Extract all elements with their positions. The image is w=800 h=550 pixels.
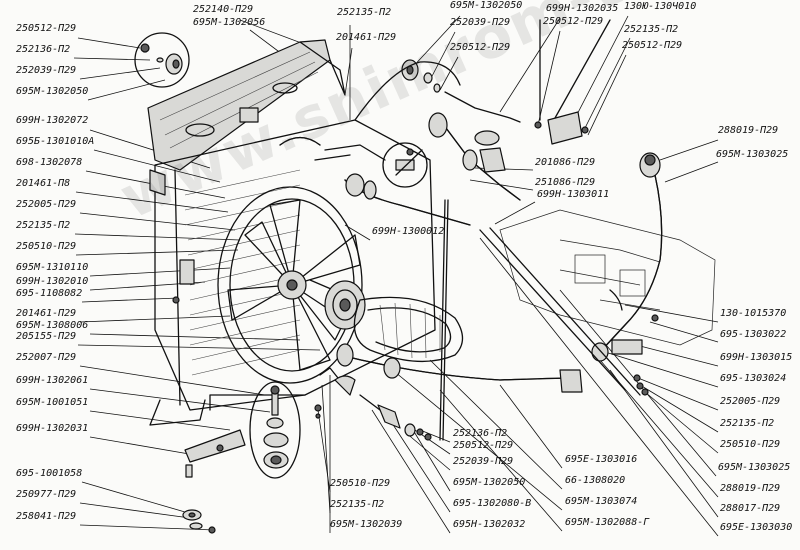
part-number-label: 695М-1001051 <box>16 397 89 408</box>
part-number-label: 695М-1302039 <box>330 519 403 530</box>
part-number-label: 252039-П29 <box>16 65 77 76</box>
part-number-label: 252007-П29 <box>16 352 77 363</box>
part-number-label: 252135-П2 <box>16 220 71 231</box>
part-number-label: 201086-П29 <box>535 157 596 168</box>
fan-assembly <box>217 186 363 384</box>
part-number-label: 205155-П29 <box>16 331 77 342</box>
part-number-label: 130Ю-130Ч010 <box>624 1 697 12</box>
part-number-label: 699Н-1302031 <box>16 423 89 434</box>
part-number-label: 252135-П2 <box>624 24 679 35</box>
part-number-label: 252136-П2 <box>453 428 508 439</box>
part-number-label: 252135-П2 <box>330 499 385 510</box>
bracket-and-hardware <box>182 429 246 534</box>
part-number-label: 288019-П29 <box>720 483 781 494</box>
part-number-label: 695М-1302056 <box>193 17 266 28</box>
part-number-label: 201461-П29 <box>16 308 77 319</box>
part-number-label: 252039-П29 <box>453 456 514 467</box>
part-number-label: 201461-П29 <box>336 32 397 43</box>
part-number-label: 695-1302080-В <box>453 498 532 509</box>
part-number-label: 695М-1308006 <box>16 320 89 331</box>
part-number-label: 252140-П29 <box>193 4 254 15</box>
part-number-label: 252005-П29 <box>720 396 781 407</box>
part-number-label: 695М-1302050 <box>453 477 526 488</box>
part-number-label: 695Н-1302032 <box>453 519 526 530</box>
drain-parts <box>314 367 432 441</box>
part-number-label: 252005-П29 <box>16 199 77 210</box>
part-number-label: 699Н-1302061 <box>16 375 89 386</box>
part-number-label: 252135-П2 <box>720 418 775 429</box>
part-number-label: 699Н-1302035 <box>546 3 619 14</box>
grommet-detail-inset <box>134 32 190 88</box>
part-number-label: 252039-П29 <box>450 17 511 28</box>
part-number-label: 250512-П29 <box>450 42 511 53</box>
part-number-label: 288017-П29 <box>720 503 781 514</box>
part-number-label: 695Б-1301010А <box>16 136 95 147</box>
upper-hoses <box>279 19 611 226</box>
part-number-label: 695Е-1303016 <box>565 454 638 465</box>
part-number-label: 695-1108082 <box>16 288 83 299</box>
clamp-detail-inset <box>382 142 428 188</box>
part-number-label: 252135-П2 <box>337 7 392 18</box>
part-number-label: 252136-П2 <box>16 44 71 55</box>
part-number-label: 695М-1303025 <box>716 149 789 160</box>
part-number-label: 250977-П29 <box>16 489 77 500</box>
part-number-label: 288019-П29 <box>718 125 779 136</box>
part-number-label: 698-1302078 <box>16 157 83 168</box>
part-number-label: 695-1303022 <box>720 329 787 340</box>
part-number-label: 250512-П29 <box>16 23 77 34</box>
part-number-label: 699Н-1303011 <box>537 189 610 200</box>
part-number-label: 699Н-1302072 <box>16 115 89 126</box>
part-number-label: 258041-П29 <box>16 511 77 522</box>
part-number-label: 250512-П29 <box>453 440 514 451</box>
part-number-label: 695М-1310110 <box>16 262 89 273</box>
part-number-label: 695-1303024 <box>720 373 787 384</box>
radiator-top-shroud <box>147 39 346 171</box>
part-number-label: 695М-1302050 <box>450 0 523 11</box>
part-number-label: 695М-1303074 <box>565 496 638 507</box>
part-number-label: 250510-П29 <box>330 478 391 489</box>
pulley-and-belt <box>324 280 464 363</box>
part-number-label: 699Н-1302010 <box>16 276 89 287</box>
part-number-label: 130-1015370 <box>720 308 787 319</box>
part-number-label: 699Н-1300012 <box>372 226 445 237</box>
tie-rods <box>439 199 641 441</box>
part-number-label: 250510-П29 <box>16 241 77 252</box>
part-number-label: 695М-1302088-Г <box>565 517 650 528</box>
lower-hose <box>336 343 583 393</box>
part-number-label: 250510-П29 <box>720 439 781 450</box>
part-number-label: 695М-1303025 <box>718 462 791 473</box>
part-number-label: 201461-П8 <box>16 178 71 189</box>
outlet-pipe <box>591 152 663 396</box>
part-number-label: 250512-П29 <box>622 40 683 51</box>
part-number-label: 251086-П29 <box>535 177 596 188</box>
part-number-label: 250512-П29 <box>543 16 604 27</box>
part-number-label: 699Н-1303015 <box>720 352 793 363</box>
mount-detail-inset <box>249 381 301 479</box>
part-number-label: 695М-1302050 <box>16 86 89 97</box>
engine-block-outline <box>499 209 716 346</box>
part-number-label: 695-1001058 <box>16 468 83 479</box>
part-number-label: 66-1308020 <box>565 475 626 486</box>
part-number-label: 695Е-1303030 <box>720 522 793 533</box>
